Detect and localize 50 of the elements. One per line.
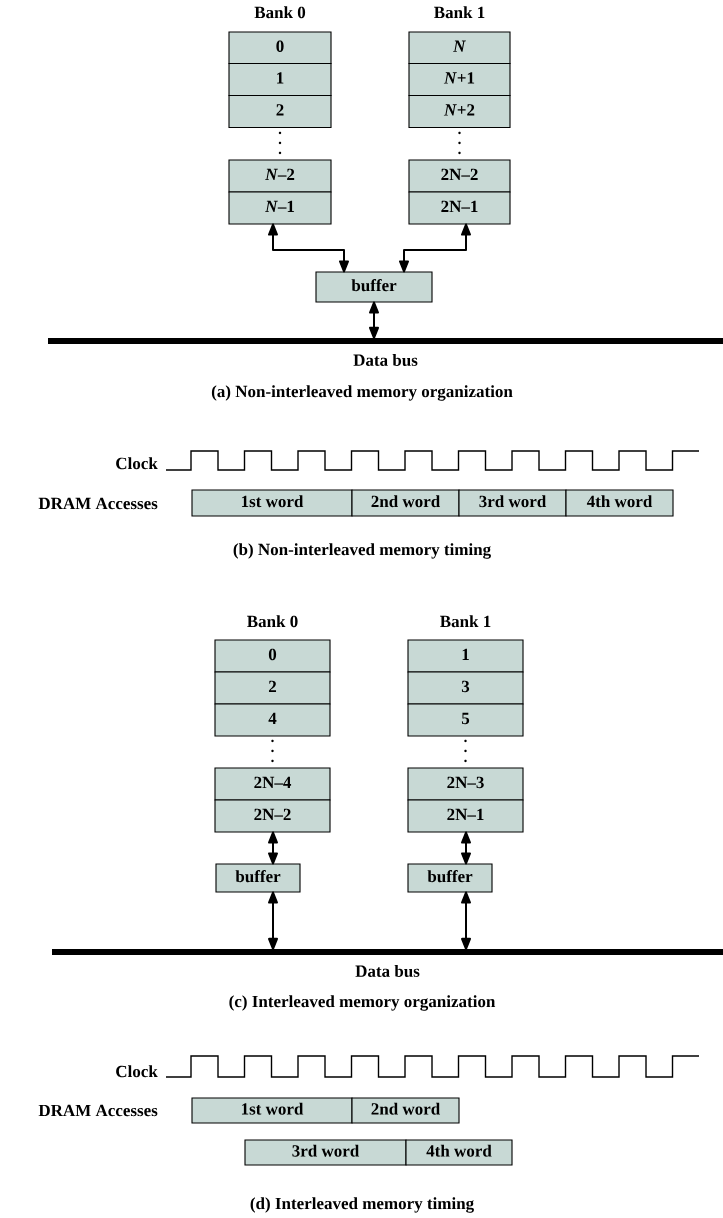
memory-cell: 2: [214, 671, 331, 705]
word-box: 3rd word: [458, 489, 567, 517]
memory-cell: N–2: [228, 159, 332, 193]
memory-cell: N+1: [408, 62, 511, 97]
memory-cell: 0: [214, 639, 331, 673]
memory-cell: 2N–3: [407, 767, 524, 801]
double-arrow: [461, 831, 471, 865]
memory-cell: 2N–1: [408, 191, 511, 225]
memory-cell: N–1: [228, 191, 332, 225]
memory-cell: 0: [228, 31, 332, 65]
data-bus: Data bus: [48, 338, 723, 366]
memory-cell: 3: [407, 671, 524, 705]
double-arrow: [268, 891, 278, 950]
memory-cell: N+2: [408, 94, 511, 129]
word-box: 4th word: [565, 489, 674, 517]
caption: (d) Interleaved memory timing: [250, 1197, 474, 1213]
double-arrow: [369, 301, 379, 339]
word-box: 2nd word: [351, 489, 460, 517]
signal-label: DRAM Accesses: [38, 497, 158, 510]
signal-label: Clock: [116, 1065, 158, 1078]
buffer-box: buffer: [315, 271, 433, 303]
signal-label: DRAM Accesses: [38, 1104, 158, 1117]
caption: (b) Non-interleaved memory timing: [233, 543, 491, 559]
data-bus: Data bus: [52, 949, 723, 977]
word-box: 1st word: [191, 1097, 353, 1124]
caption: (c) Interleaved memory organization: [229, 995, 496, 1011]
double-arrow: [461, 891, 471, 950]
caption: (a) Non-interleaved memory organization: [211, 385, 513, 401]
memory-cell: 1: [228, 62, 332, 97]
word-box: 2nd word: [351, 1097, 460, 1124]
word-box: 4th word: [405, 1139, 513, 1166]
memory-cell: 5: [407, 703, 524, 737]
word-box: 1st word: [191, 489, 353, 517]
memory-cell: N: [408, 31, 511, 65]
double-arrow: [399, 223, 471, 273]
memory-cell: 1: [407, 639, 524, 673]
memory-cell: 2N–2: [214, 799, 331, 833]
node-label: Data bus: [355, 964, 420, 977]
double-arrow: [268, 831, 278, 865]
buffer-box: buffer: [215, 863, 301, 893]
memory-cell: 2: [228, 94, 332, 129]
signal-label: Clock: [116, 457, 158, 470]
memory-cell: 2N–2: [408, 159, 511, 193]
word-box: 3rd word: [244, 1139, 407, 1166]
node-label: Data bus: [353, 353, 418, 366]
memory-cell: 2N–1: [407, 799, 524, 833]
memory-cell: 2N–4: [214, 767, 331, 801]
double-arrow: [268, 223, 349, 273]
buffer-box: buffer: [407, 863, 493, 893]
memory-cell: 4: [214, 703, 331, 737]
